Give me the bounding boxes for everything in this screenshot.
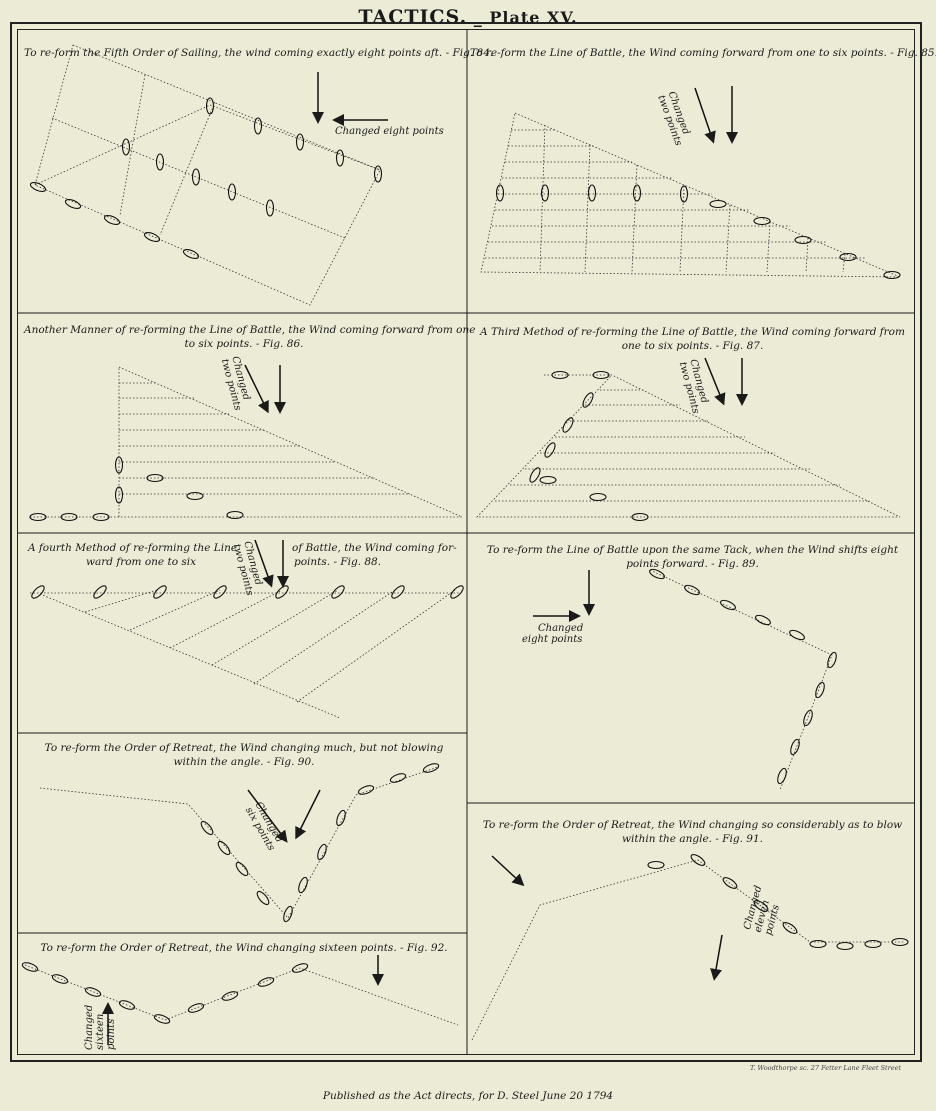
publication-line: Published as the Act directs, for D. Ste…	[322, 1090, 614, 1102]
fig92-note: Changed sixteen points	[84, 1004, 117, 1050]
fig89-ships	[649, 568, 837, 785]
fig85-ships	[495, 184, 901, 280]
fig92-caption: To re-form the Order of Retreat, the Win…	[40, 942, 448, 954]
fig91-caption-line2: within the angle. - Fig. 91.	[622, 833, 763, 845]
fig84-cross-a	[119, 74, 146, 216]
fig85-wind-arrows	[694, 86, 738, 144]
fig84-diagram	[34, 44, 381, 306]
fig84-cross-b	[159, 101, 216, 236]
fig84-rectangle	[34, 44, 381, 306]
fig86-wind-arrows	[244, 364, 286, 414]
plate-outer-border	[10, 22, 922, 1062]
fig89-note-line1: Changed	[538, 623, 584, 634]
fig84-wind-arrows	[312, 72, 388, 126]
fig88-caption-line2b: points. - Fig. 88.	[294, 556, 382, 568]
fig88-caption-b: of Battle, the Wind coming for-	[292, 542, 457, 554]
plate-inner-border	[17, 29, 915, 1055]
fig89-note-line2: eight points	[522, 634, 583, 645]
fig91-wind-arrows	[491, 855, 723, 981]
fig86-ships	[29, 456, 244, 522]
fig85-triangle	[480, 112, 901, 278]
fig89-caption-line2: points forward. - Fig. 89.	[626, 558, 759, 570]
fig91-ships	[647, 854, 909, 951]
fig84-ships	[29, 97, 383, 259]
fig88-caption-line2a: ward from one to six	[86, 556, 197, 568]
fig87-caption-line2: one to six points. - Fig. 87.	[621, 340, 764, 352]
fig84-note: Changed eight points	[335, 126, 444, 137]
fig91-caption-line1: To re-form the Order of Retreat, the Win…	[482, 819, 903, 831]
fig92-diagram	[24, 964, 459, 1026]
fig91-diagram	[471, 859, 905, 1041]
fig90-diagram	[39, 766, 439, 919]
fig92-ships	[21, 962, 309, 1024]
fig85-diagram	[480, 112, 901, 278]
fig87-ships	[529, 370, 649, 522]
fig92-wind-arrows	[102, 955, 384, 1045]
fig86-caption-line1: Another Manner of re-forming the Line of…	[24, 324, 476, 336]
fig86-diagram	[30, 366, 463, 518]
fig87-caption-line1: A Third Method of re-forming the Line of…	[480, 326, 905, 338]
fig88-wind-arrows	[254, 539, 289, 588]
panel-dividers	[17, 29, 915, 1055]
fig90-caption-line1: To re-form the Order of Retreat, the Win…	[44, 742, 444, 754]
fig87-diagram	[476, 374, 901, 518]
fig87-wind-arrows	[704, 357, 748, 406]
fig89-wind-arrows	[533, 570, 595, 622]
fig86-caption-line2: to six points. - Fig. 86.	[184, 338, 304, 350]
fig88-diagram	[30, 589, 460, 719]
fig89-diagram	[649, 569, 833, 791]
fig89-caption-line1: To re-form the Line of Battle upon the s…	[486, 544, 899, 556]
fig88-caption-a: A fourth Method of re-forming the Line	[28, 542, 238, 554]
fig84-diag	[34, 104, 211, 186]
engraver-credit: T. Woodthorpe sc. 27 Fetter Lane Fleet S…	[750, 1064, 902, 1072]
fig90-wind-arrows	[247, 789, 321, 843]
fig90-caption-line2: within the angle. - Fig. 90.	[173, 756, 315, 768]
fig84-caption: To re-form the Fifth Order of Sailing, t…	[24, 47, 494, 59]
fig85-caption: To re-form the Line of Battle, the Wind …	[470, 47, 936, 59]
fig84-mid-line	[51, 117, 346, 239]
fig90-ships	[200, 763, 440, 923]
